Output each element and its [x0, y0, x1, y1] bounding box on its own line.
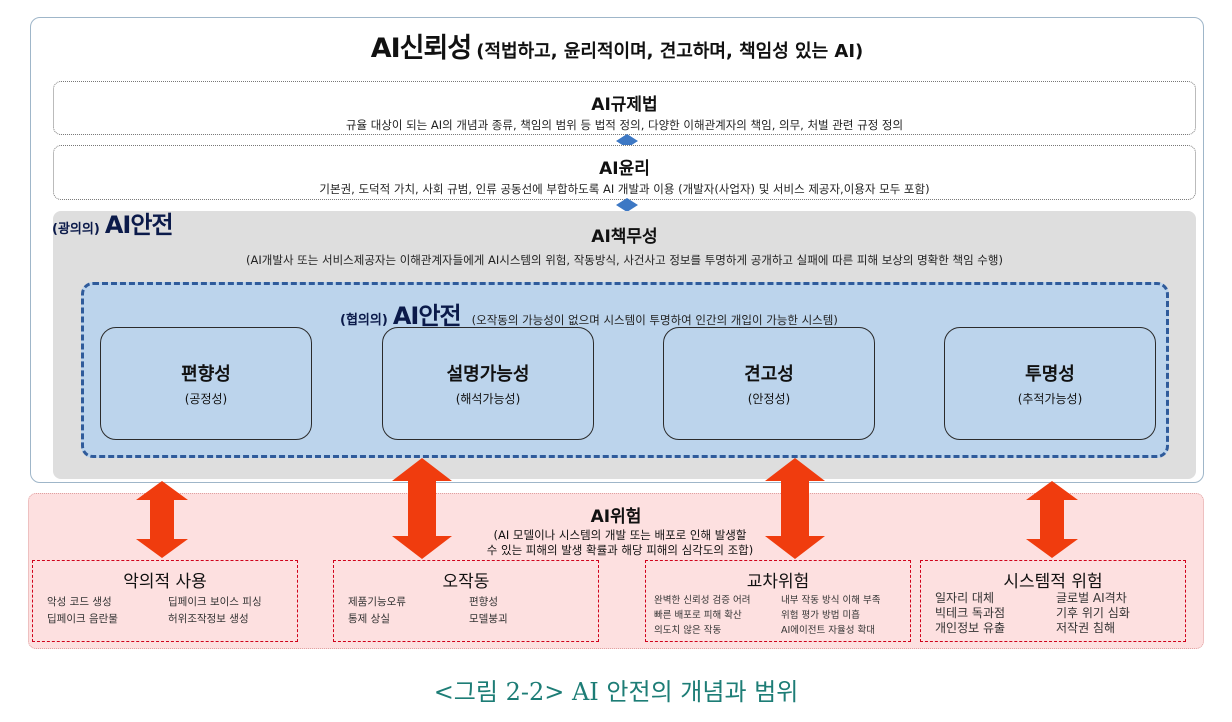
- property-box-transparency: 투명성 (추적가능성): [944, 327, 1156, 440]
- risk-box-title: 오작동: [442, 572, 490, 592]
- risk-item: 딥페이크 보이스 피싱: [168, 596, 262, 608]
- ai-ethics-title: AI윤리: [599, 159, 650, 179]
- property-box-explainability: 설명가능성 (해석가능성): [382, 327, 594, 440]
- risk-item: 딥페이크 음란물: [47, 613, 118, 625]
- double-arrow-icon: [616, 198, 638, 212]
- ai-ethics-desc: 기본권, 도덕적 가치, 사회 규범, 인류 공동선에 부합하도록 AI 개발과…: [319, 182, 930, 196]
- ai-risk-desc-line1: (AI 모델이나 시스템의 개발 또는 배포로 인해 발생할: [493, 528, 747, 542]
- risk-box-systemic-risk: 시스템적 위험 일자리 대체 글로벌 AI격차 빅테크 독과점 기후 위기 심화…: [920, 560, 1186, 642]
- ai-risk-desc: (AI 모델이나 시스템의 개발 또는 배포로 인해 발생할 수 있는 피해의 …: [400, 528, 840, 558]
- risk-item: 위험 평가 방법 미흡: [781, 610, 860, 621]
- ai-law-box: AI규제법 규율 대상이 되는 AI의 개념과 종류, 책임의 범위 등 법적 …: [53, 81, 1196, 135]
- risk-box-title: 악의적 사용: [123, 572, 207, 592]
- narrow-label-text: AI안전: [392, 302, 462, 330]
- property-sub: (추적가능성): [1017, 392, 1083, 406]
- risk-box-malfunction: 오작동 제품기능오류 편향성 통제 상실 모델붕괴: [333, 560, 599, 642]
- title-main: AI신뢰성: [370, 33, 472, 64]
- figure-caption: <그림 2-2> AI 안전의 개념과 범위: [433, 678, 799, 706]
- accountability-block: AI책무성 (AI개발사 또는 서비스제공자는 이해관계자들에게 AI시스템의 …: [53, 222, 1196, 268]
- diagram-title: AI신뢰성 (적법하고, 윤리적이며, 견고하며, 책임성 있는 AI): [30, 26, 1204, 66]
- risk-item: 빅테크 독과점: [935, 606, 1006, 620]
- broad-prefix: (광의의): [52, 222, 100, 237]
- risk-item: 내부 작동 방식 이해 부족: [781, 595, 881, 606]
- risk-item: 편향성: [469, 596, 498, 608]
- risk-box-cross-risk: 교차위험 완벽한 신뢰성 검증 어려 내부 작동 방식 이해 부족 빠른 배포로…: [645, 560, 911, 642]
- double-arrow-icon: [616, 134, 638, 148]
- risk-item: 빠른 배포로 피해 확산: [654, 610, 742, 621]
- risk-item: 일자리 대체: [935, 591, 995, 605]
- accountability-title: AI책무성: [591, 227, 658, 247]
- risk-item: 글로벌 AI격차: [1056, 591, 1127, 605]
- risk-item: 개인정보 유출: [935, 621, 1006, 635]
- risk-item: AI에이전트 자율성 확대: [781, 625, 876, 636]
- property-name: 편향성: [181, 364, 231, 385]
- property-name: 설명가능성: [446, 364, 530, 385]
- property-sub: (해석가능성): [455, 392, 521, 406]
- property-sub: (공정성): [184, 392, 228, 406]
- risk-item: 악성 코드 생성: [47, 596, 112, 608]
- risk-item: 완벽한 신뢰성 검증 어려: [654, 595, 751, 606]
- property-sub: (안정성): [747, 392, 791, 406]
- narrow-desc: (오작동의 가능성이 없으며 시스템이 투명하여 인간의 개입이 가능한 시스템…: [471, 313, 838, 327]
- broad-label-text: AI안전: [104, 211, 174, 239]
- ai-law-title: AI규제법: [591, 95, 658, 115]
- title-sub: (적법하고, 윤리적이며, 견고하며, 책임성 있는 AI): [476, 41, 864, 62]
- risk-box-title: 교차위험: [746, 572, 810, 592]
- risk-item: 통제 상실: [348, 613, 390, 625]
- ai-ethics-box: AI윤리 기본권, 도덕적 가치, 사회 규범, 인류 공동선에 부합하도록 A…: [53, 145, 1196, 200]
- risk-box-title: 시스템적 위험: [1003, 572, 1103, 592]
- risk-item: 저작권 침해: [1056, 621, 1116, 635]
- broad-ai-safety-label: (광의의) AI안전: [52, 205, 174, 240]
- accountability-desc: (AI개발사 또는 서비스제공자는 이해관계자들에게 AI시스템의 위험, 작동…: [246, 253, 1003, 267]
- property-name: 투명성: [1025, 364, 1075, 385]
- property-name: 견고성: [744, 364, 794, 385]
- ai-risk-desc-line2: 수 있는 피해의 발생 확률과 해당 피해의 심각도의 조합): [486, 543, 754, 557]
- risk-item: 허위조작정보 생성: [168, 613, 249, 625]
- risk-item: 의도치 않은 작동: [654, 625, 722, 636]
- narrow-prefix: (협의의): [340, 313, 388, 328]
- narrow-ai-safety-label: (협의의) AI안전 (오작동의 가능성이 없으며 시스템이 투명하여 인간의 …: [340, 296, 838, 331]
- risk-item: 기후 위기 심화: [1056, 606, 1130, 620]
- property-box-robustness: 견고성 (안정성): [663, 327, 875, 440]
- ai-law-desc: 규율 대상이 되는 AI의 개념과 종류, 책임의 범위 등 법적 정의, 다양…: [345, 118, 904, 132]
- risk-item: 제품기능오류: [348, 596, 406, 608]
- risk-box-malicious-use: 악의적 사용 악성 코드 생성 딥페이크 보이스 피싱 딥페이크 음란물 허위조…: [32, 560, 298, 642]
- ai-risk-title: AI위험: [590, 507, 642, 527]
- risk-item: 모델붕괴: [469, 613, 508, 625]
- property-box-bias: 편향성 (공정성): [100, 327, 312, 440]
